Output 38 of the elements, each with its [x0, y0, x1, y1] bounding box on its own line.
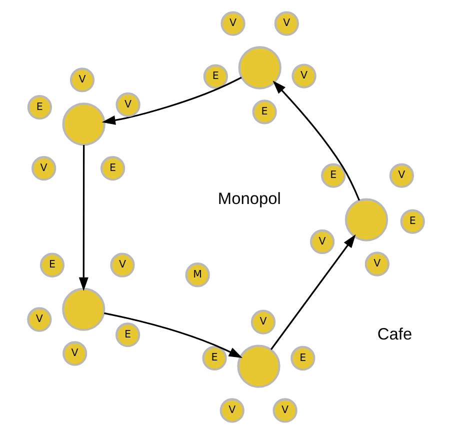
node-circle: V	[62, 341, 87, 366]
arrow	[272, 80, 360, 201]
node-circle: E	[26, 94, 52, 120]
node-circle	[236, 344, 280, 388]
label: Cafe	[376, 325, 412, 344]
node-circle: V	[274, 11, 298, 36]
node-circle: E	[39, 252, 64, 278]
node-circle	[62, 102, 105, 146]
node-circle: E	[400, 209, 424, 234]
node-circle	[238, 46, 281, 90]
node-circle: V	[220, 11, 245, 36]
node-circle: V	[115, 92, 140, 118]
node-circle: M	[184, 262, 210, 288]
node-circle: E	[114, 322, 140, 348]
node-circle: V	[291, 64, 316, 88]
arrow	[78, 145, 88, 291]
node-circle	[62, 288, 105, 331]
node-circle: V	[364, 252, 389, 276]
arrow	[104, 312, 242, 358]
node-circle: E	[290, 346, 315, 371]
node-circle: V	[388, 163, 414, 188]
label: Monopol	[217, 190, 280, 208]
arrow	[270, 234, 356, 350]
node-circle: V	[110, 252, 134, 278]
node-circle: V	[219, 398, 244, 423]
node-circle: V	[272, 398, 297, 423]
node-circle: E	[202, 346, 226, 370]
arrow	[101, 76, 242, 125]
node-circle: E	[100, 156, 125, 181]
node-circle: E	[320, 163, 346, 188]
node-circle: V	[69, 68, 94, 92]
node-circle: E	[202, 64, 228, 89]
node-circle	[344, 198, 388, 242]
node-circle: E	[252, 100, 276, 124]
node-circle: V	[250, 310, 276, 334]
node-circle: V	[31, 156, 56, 181]
node-circle: V	[26, 307, 52, 332]
node-circle: V	[309, 229, 334, 254]
